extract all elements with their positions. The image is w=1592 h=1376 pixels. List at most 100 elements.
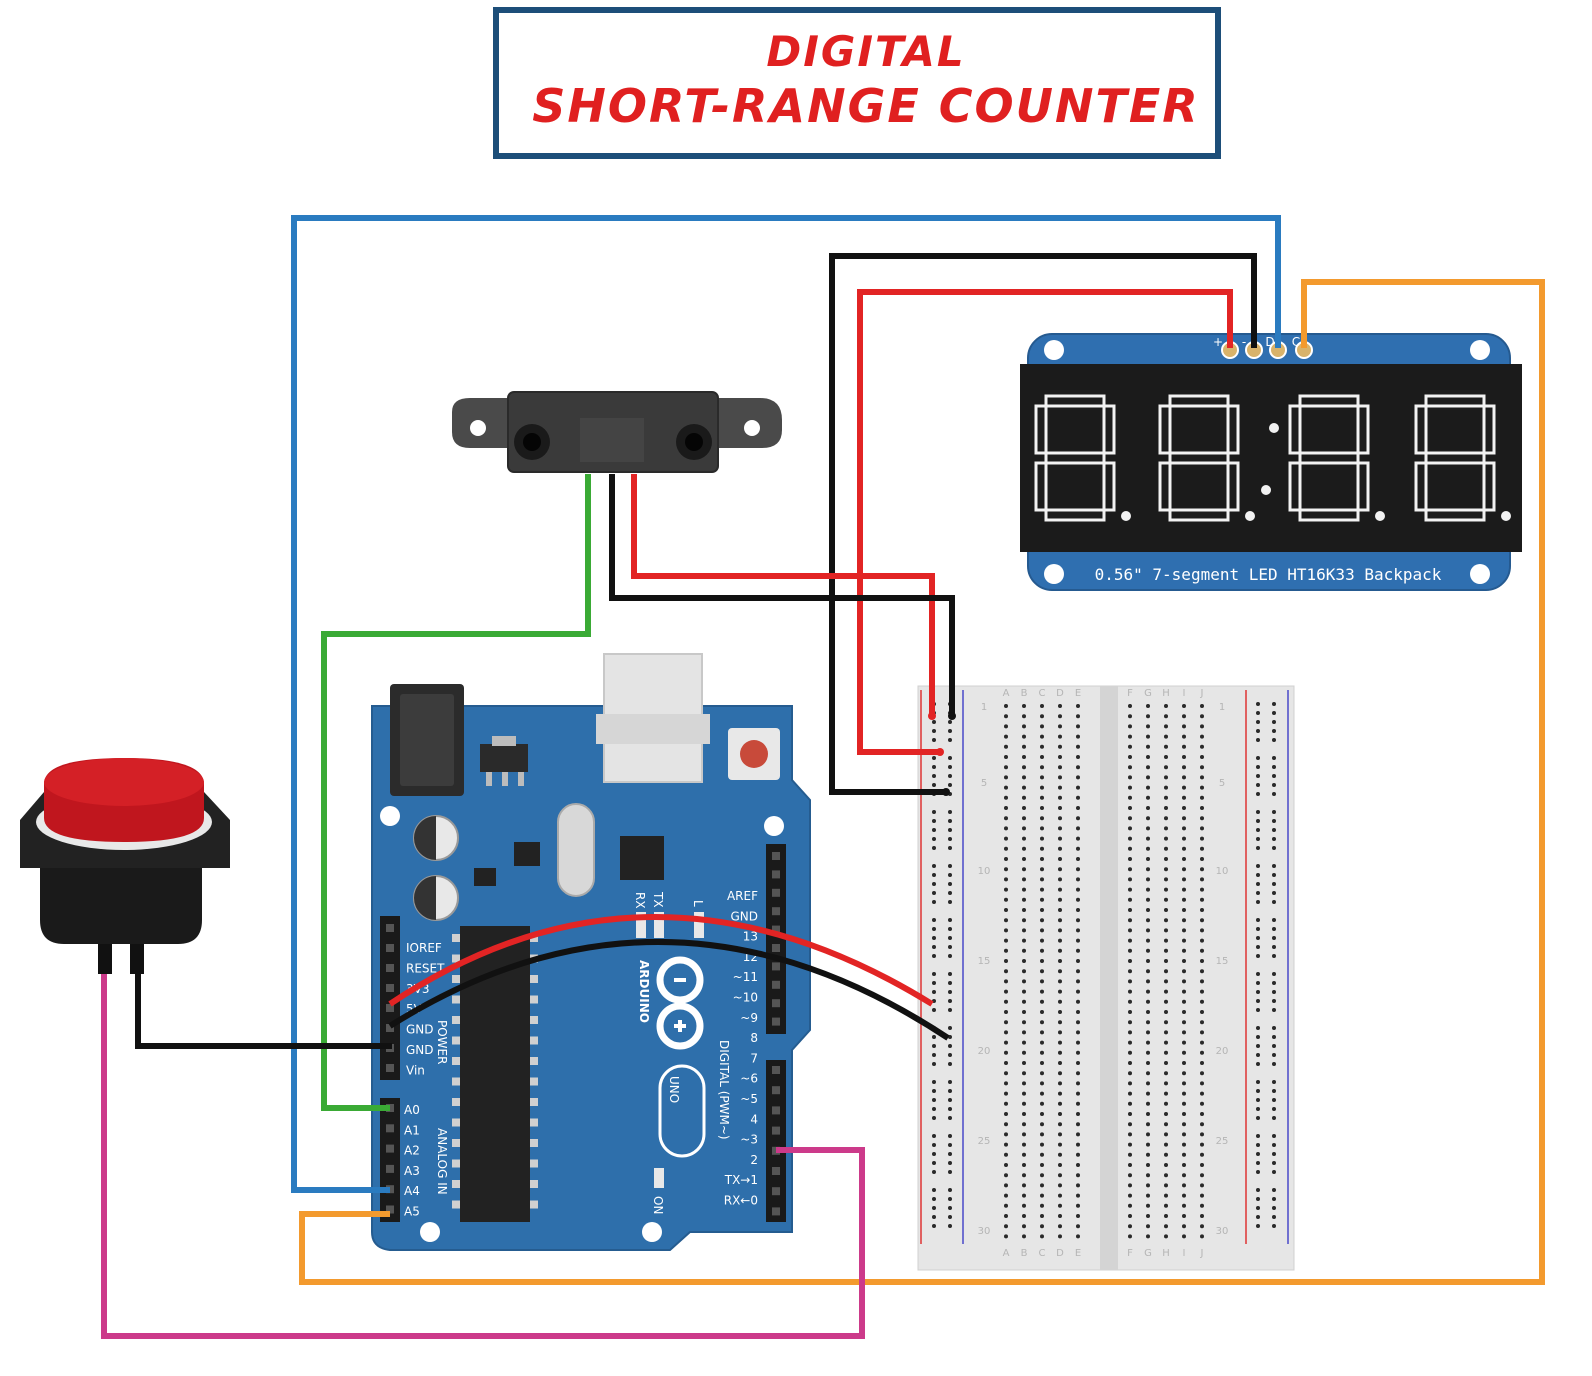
breadboard-row-label: 1 (1219, 702, 1225, 713)
breadboard-col-label: G (1144, 1248, 1152, 1259)
breadboard-row-label: 30 (978, 1226, 991, 1237)
display-segment (1226, 461, 1240, 512)
display-segment (1034, 404, 1048, 455)
header-pin-label: 13 (743, 930, 758, 944)
breadboard-row-label: 5 (1219, 778, 1225, 789)
breadboard-col-label: H (1162, 688, 1170, 699)
header-pin-label: GND (730, 909, 758, 923)
arduino-logo-icon (656, 956, 704, 1050)
header-pin-label: Vin (406, 1063, 425, 1077)
display-segment (1226, 404, 1240, 455)
breadboard-col-label: J (1200, 688, 1204, 699)
breadboard-row-label: 30 (1216, 1226, 1229, 1237)
rx-led-label: RX (633, 892, 647, 909)
breadboard-col-label: E (1075, 1248, 1081, 1259)
header-pin-label: A5 (404, 1205, 420, 1219)
header-pin-label: ~9 (740, 1011, 758, 1025)
header-pin-label: GND (406, 1023, 434, 1037)
display-label: 0.56" 7-segment LED HT16K33 Backpack (1095, 565, 1442, 584)
display-segment (1044, 451, 1106, 465)
display-segment (1356, 404, 1370, 455)
breadboard-row-label: 25 (1216, 1136, 1229, 1147)
breadboard-col-label: B (1021, 1248, 1028, 1259)
header-pin-label: RESET (406, 961, 445, 975)
title-box: DIGITAL SHORT-RANGE COUNTER (493, 7, 1221, 159)
breadboard-col-label: H (1162, 1248, 1170, 1259)
wire-black-gnd-rail (388, 939, 950, 1041)
title-line-1: DIGITAL (766, 27, 965, 76)
header-pin-label: ~6 (740, 1072, 758, 1086)
header-pin-label: ~10 (733, 991, 758, 1005)
power-header-label: POWER (435, 1020, 449, 1064)
ir-distance-sensor (452, 391, 782, 473)
breadboard-col-label: A (1003, 688, 1010, 699)
display-pin-label: + (1213, 335, 1223, 349)
header-pin-label: RX←0 (724, 1194, 758, 1208)
breadboard-col-label: I (1183, 688, 1186, 699)
wire-blue-sda (291, 215, 1281, 1193)
display-segment (1298, 394, 1360, 408)
analog-header-label: ANALOG IN (435, 1128, 449, 1195)
wire-red-display-vcc (857, 289, 1233, 755)
on-led-label: ON (651, 1196, 665, 1214)
arduino-uno-board: ARDUINO UNO POWER ANALOG IN DIGITAL (PWM… (371, 653, 811, 1251)
display-segment (1482, 404, 1496, 455)
breadboard-col-label: D (1056, 1248, 1064, 1259)
wire-red-5v-rail (388, 914, 934, 1007)
display-segment (1158, 404, 1172, 455)
breadboard-col-label: F (1127, 688, 1133, 699)
display-segment (1298, 508, 1360, 522)
breadboard-row-label: 15 (978, 956, 991, 967)
header-pin-label: 7 (750, 1051, 758, 1065)
display-segment (1414, 461, 1428, 512)
breadboard-col-label: I (1183, 1248, 1186, 1259)
display-segment (1034, 461, 1048, 512)
breadboard-col-label: A (1003, 1248, 1010, 1259)
header-pin-label: TX→1 (724, 1173, 758, 1187)
display-segment (1102, 404, 1116, 455)
breadboard-col-label: C (1039, 688, 1046, 699)
header-pin-label: A1 (404, 1123, 420, 1137)
header-pin-label: A3 (404, 1164, 420, 1178)
header-pin-label: 2 (750, 1153, 758, 1167)
tx-led-label: TX (651, 891, 665, 908)
display-segment (1424, 508, 1486, 522)
display-segment (1298, 451, 1360, 465)
header-pin-label: ~3 (740, 1133, 758, 1147)
wire-magenta-button-d3 (101, 974, 865, 1339)
display-segment (1168, 394, 1230, 408)
breadboard-col-label: B (1021, 688, 1028, 699)
display-segment (1414, 404, 1428, 455)
header-pin-label: 8 (750, 1031, 758, 1045)
breadboard-row-label: 1 (981, 702, 987, 713)
wire-red-sensor-vcc (631, 474, 935, 716)
header-pin-label: GND (406, 1043, 434, 1057)
digital-header-label: DIGITAL (PWM~) (717, 1040, 731, 1140)
display-pin-label: D (1265, 335, 1274, 349)
header-pin-label: ~5 (740, 1092, 758, 1106)
display-segment (1168, 508, 1230, 522)
arduino-brand-label: ARDUINO (637, 960, 651, 1023)
breadboard-col-label: E (1075, 688, 1081, 699)
breadboard-col-label: G (1144, 688, 1152, 699)
display-decimal-point (1501, 511, 1511, 521)
breadboard-col-label: D (1056, 688, 1064, 699)
breadboard-row-label: 20 (1216, 1046, 1229, 1057)
display-segment (1356, 461, 1370, 512)
display-decimal-point (1375, 511, 1385, 521)
title-line-2: SHORT-RANGE COUNTER (532, 79, 1199, 133)
push-button (20, 758, 230, 974)
display-segment (1424, 451, 1486, 465)
header-pin-label: AREF (727, 889, 758, 903)
breadboard-col-label: C (1039, 1248, 1046, 1259)
breadboard-row-label: 10 (1216, 866, 1229, 877)
header-pin-label: A4 (404, 1184, 420, 1198)
wire-orange-scl (299, 279, 1545, 1285)
display-segment (1044, 508, 1106, 522)
breadboard-row-label: 25 (978, 1136, 991, 1147)
breadboard-col-label: F (1127, 1248, 1133, 1259)
display-segment (1102, 461, 1116, 512)
